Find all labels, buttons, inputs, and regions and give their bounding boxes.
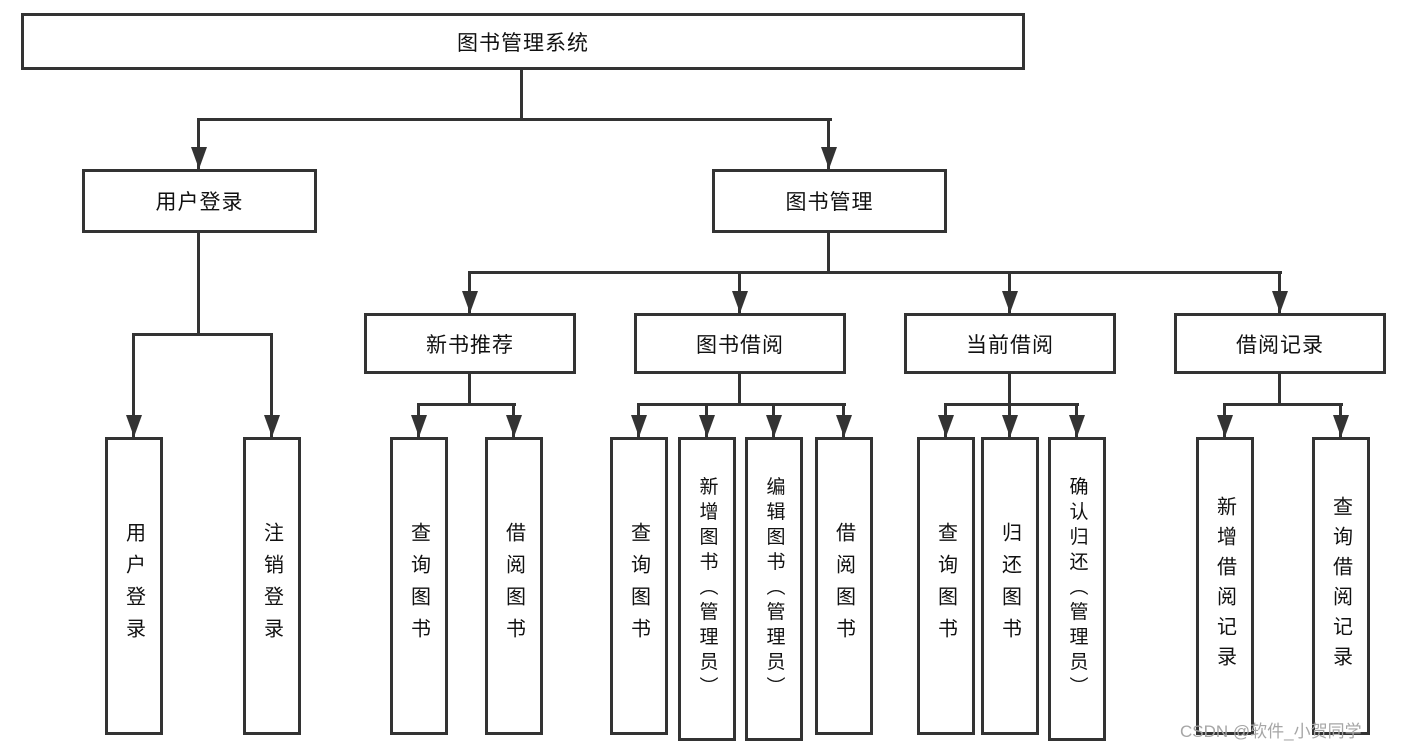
arrow-down-icon [631,415,647,437]
node-borrow-records: 借阅记录 [1174,313,1386,374]
connector-line [468,271,1282,274]
arrow-down-icon [699,415,715,437]
arrow-down-icon [506,415,522,437]
node-root: 图书管理系统 [21,13,1025,70]
leaf-logout: 注销登录 [243,437,301,735]
node-book-borrow: 图书借阅 [634,313,846,374]
arrow-down-icon [1217,415,1233,437]
arrow-down-icon [821,147,837,169]
connector-line [132,333,273,336]
arrow-down-icon [1272,291,1288,313]
connector-line [1278,374,1281,406]
leaf-records-add-record-label: 新增借阅记录 [1213,496,1236,676]
connector-line [1223,403,1343,406]
node-root-label: 图书管理系统 [457,31,589,55]
leaf-current-confirm-return-admin: 确认归还（管理员） [1048,437,1106,741]
arrow-down-icon [411,415,427,437]
leaf-recommend-query-book-label: 查询图书 [407,522,430,650]
node-user-login-label: 用户登录 [155,191,244,214]
connector-line [197,118,832,121]
leaf-borrow-add-book-admin: 新增图书（管理员） [678,437,736,741]
leaf-borrow-add-book-admin-label: 新增图书（管理员） [696,476,718,702]
node-current-borrow: 当前借阅 [904,313,1116,374]
arrow-down-icon [1069,415,1085,437]
node-new-book-recommend-label: 新书推荐 [426,333,514,357]
leaf-borrow-edit-book-admin-label: 编辑图书（管理员） [763,476,785,702]
arrow-down-icon [766,415,782,437]
leaf-current-return-book-label: 归还图书 [998,522,1021,650]
node-current-borrow-label: 当前借阅 [966,333,1054,357]
connector-line [132,333,135,437]
leaf-current-query-book: 查询图书 [917,437,975,735]
connector-line [197,233,200,336]
leaf-records-query-record: 查询借阅记录 [1312,437,1370,735]
arrow-down-icon [264,415,280,437]
connector-line [637,403,846,406]
connector-line [270,333,273,437]
leaf-borrow-edit-book-admin: 编辑图书（管理员） [745,437,803,741]
watermark: CSDN @软件_小贺同学 [1180,722,1362,741]
connector-line [417,403,516,406]
arrow-down-icon [836,415,852,437]
leaf-borrow-query-book: 查询图书 [610,437,668,735]
leaf-recommend-borrow-book: 借阅图书 [485,437,543,735]
arrow-down-icon [1002,291,1018,313]
leaf-records-add-record: 新增借阅记录 [1196,437,1254,735]
leaf-borrow-borrow-book-label: 借阅图书 [832,522,855,650]
leaf-recommend-borrow-book-label: 借阅图书 [502,522,525,650]
leaf-borrow-query-book-label: 查询图书 [627,522,650,650]
arrow-down-icon [191,147,207,169]
node-new-book-recommend: 新书推荐 [364,313,576,374]
arrow-down-icon [462,291,478,313]
connector-line [827,118,830,169]
connector-line [1008,374,1011,406]
arrow-down-icon [1002,415,1018,437]
connector-line [827,233,830,273]
leaf-records-query-record-label: 查询借阅记录 [1329,496,1352,676]
leaf-recommend-query-book: 查询图书 [390,437,448,735]
leaf-borrow-borrow-book: 借阅图书 [815,437,873,735]
leaf-current-confirm-return-admin-label: 确认归还（管理员） [1066,476,1088,702]
arrow-down-icon [732,291,748,313]
leaf-current-query-book-label: 查询图书 [934,522,957,650]
connector-line [520,69,523,121]
arrow-down-icon [126,415,142,437]
leaf-user-login-label: 用户登录 [122,522,145,650]
node-borrow-records-label: 借阅记录 [1236,333,1324,357]
arrow-down-icon [1333,415,1349,437]
node-book-management: 图书管理 [712,169,947,233]
connector-line [197,118,200,169]
connector-line [468,374,471,406]
node-book-borrow-label: 图书借阅 [696,333,784,357]
leaf-logout-label: 注销登录 [260,522,283,650]
connector-line [944,403,1079,406]
arrow-down-icon [938,415,954,437]
connector-line [738,374,741,406]
leaf-current-return-book: 归还图书 [981,437,1039,735]
node-book-management-label: 图书管理 [785,191,874,214]
leaf-user-login: 用户登录 [105,437,163,735]
node-user-login: 用户登录 [82,169,317,233]
